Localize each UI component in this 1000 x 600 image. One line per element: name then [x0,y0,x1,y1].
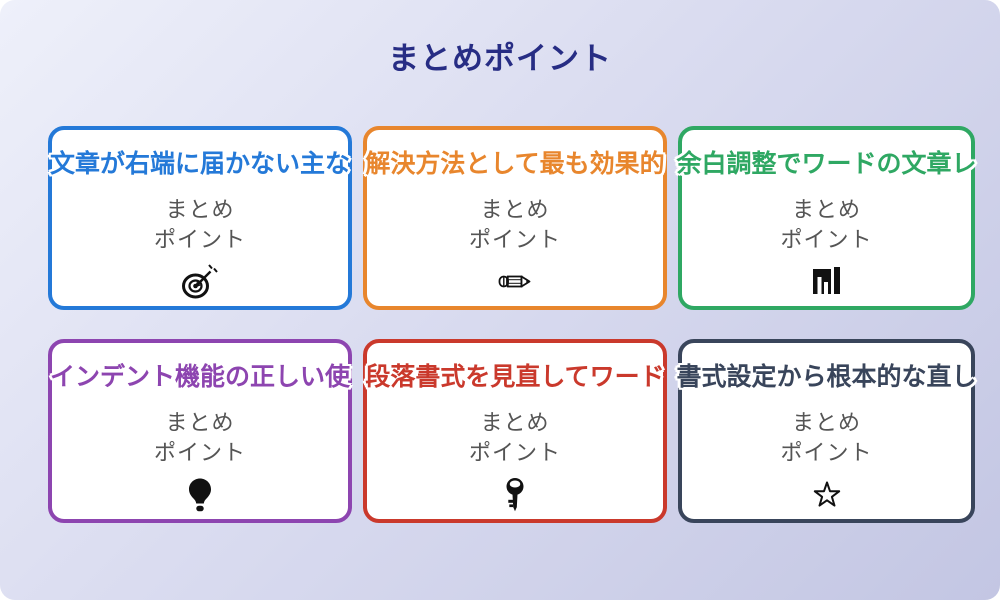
card-body-text: まとめ ポイント [468,409,561,465]
card-body-text: まとめ ポイント [780,196,873,252]
card-grid: 文章が右端に届かない主な まとめ ポイント 解決方法として最も効果的 [48,126,977,523]
card-title: 余白調整でワードの文章レ [676,150,977,178]
lightbulb-icon [180,476,220,514]
key-icon [495,476,535,514]
summary-card-6: 書式設定から根本的な直し まとめ ポイント [676,339,977,523]
card-title: インデント機能の正しい使 [50,363,351,391]
card-title: 段落書式を見直してワード [365,363,665,391]
card-body-text: まとめ ポイント [153,409,246,465]
page-title: まとめポイント [388,41,612,76]
pencil-icon [495,263,535,301]
summary-card-3: 余白調整でワードの文章レ まとめ ポイント [676,126,977,310]
star-icon [807,476,847,514]
summary-card-2: 解決方法として最も効果的 まとめ ポイント [363,126,667,310]
card-body-text: まとめ ポイント [780,409,873,465]
bar-chart-icon [807,263,847,301]
card-title: 解決方法として最も効果的 [365,150,665,178]
card-title: 文章が右端に届かない主な [50,150,351,178]
target-icon [180,263,220,301]
card-body-text: まとめ ポイント [153,196,246,252]
summary-card-5: 段落書式を見直してワード まとめ ポイント [363,339,667,523]
card-title: 書式設定から根本的な直し [676,363,977,391]
summary-card-4: インデント機能の正しい使 まとめ ポイント [48,339,352,523]
card-body-text: まとめ ポイント [468,196,561,252]
summary-card-1: 文章が右端に届かない主な まとめ ポイント [48,126,352,310]
